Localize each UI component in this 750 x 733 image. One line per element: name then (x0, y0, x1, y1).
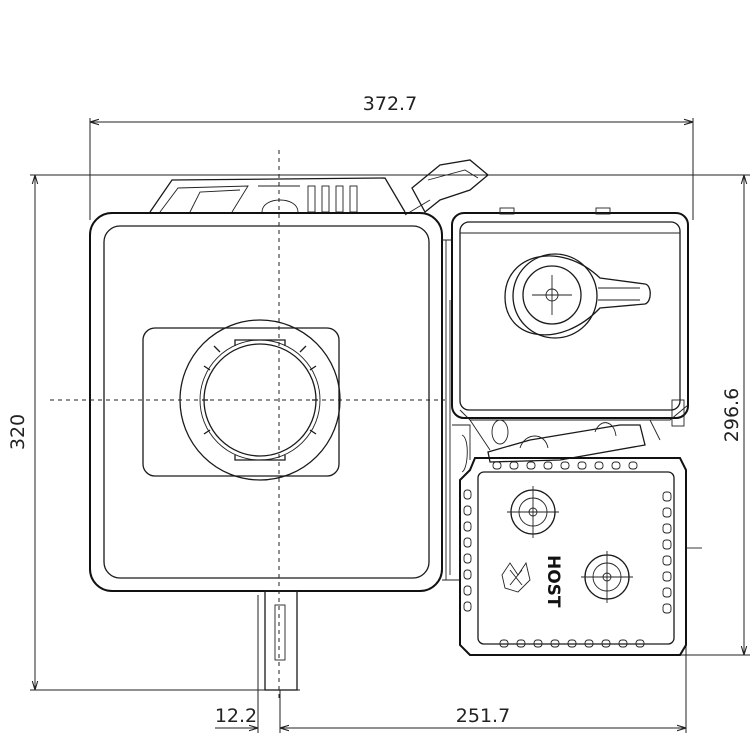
overall-width-label: 372.7 (363, 93, 417, 115)
starter-housing-top (149, 177, 406, 213)
dimension-right-height: 296.6 (640, 175, 750, 656)
vent-holes-left (463, 489, 472, 612)
center-lines (50, 150, 445, 700)
vent-holes-top (492, 461, 638, 470)
dimension-overall-height: 320 (7, 174, 750, 691)
muffler-cover: HOST (459, 457, 702, 656)
fuel-tank-housing (89, 212, 443, 592)
throttle-lever (404, 159, 490, 216)
engine-body-middle (442, 239, 471, 581)
dimension-overall-width: 372.7 (89, 93, 694, 220)
overall-height-label: 320 (7, 414, 29, 450)
output-shaft (264, 590, 298, 691)
carburetor-assembly (469, 419, 661, 463)
brand-logo-text: HOST (543, 555, 563, 608)
bolt-lower (581, 551, 633, 603)
air-cleaner-box (451, 207, 689, 427)
right-height-label: 296.6 (721, 388, 743, 442)
shaft-to-right-label: 251.7 (456, 705, 510, 727)
brand-logo: HOST (501, 555, 563, 608)
bolt-upper (507, 486, 559, 538)
shaft-offset-label: 12.2 (215, 705, 257, 727)
vent-holes-bottom (499, 639, 645, 648)
vent-holes-right (662, 491, 672, 614)
